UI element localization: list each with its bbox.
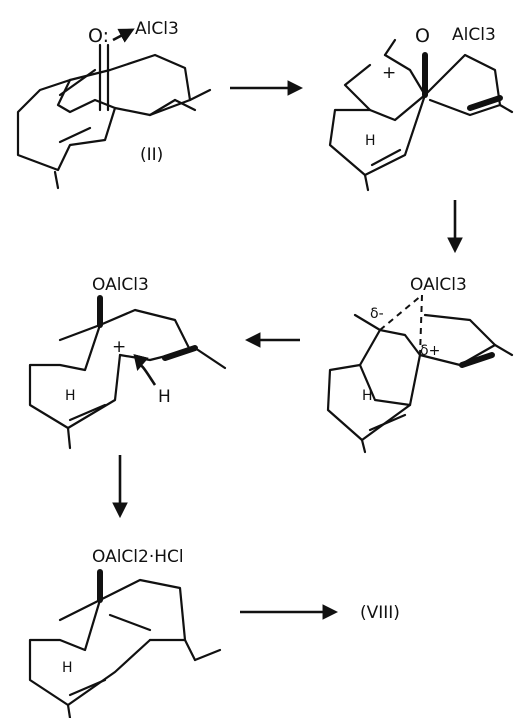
s4-h2-label: H (158, 387, 171, 407)
s2-alcl3-label: AlCl3 (452, 25, 496, 45)
s4-h-label: H (65, 388, 76, 404)
s3-reagent-label: OAlCl3 (410, 275, 467, 295)
structure-4: OAlCl3 + H H (28, 275, 227, 450)
s2-oxygen-label: O (415, 25, 430, 47)
s4-reagent-label: OAlCl3 (92, 275, 149, 295)
structure-5: OAlCl2·HCl H (28, 547, 222, 718)
structure-3: OAlCl3 δ- δ+ H (326, 275, 514, 454)
structure-2: O AlCl3 + H (328, 25, 514, 192)
s5-reagent-label: OAlCl2·HCl (92, 547, 184, 567)
s5-h-label: H (62, 660, 73, 676)
s3-delta-plus: δ+ (420, 343, 440, 359)
s3-delta-minus: δ- (370, 306, 384, 322)
structure-1: O: AlCl3 (II) (16, 19, 212, 190)
s2-plus-label: + (382, 63, 396, 83)
s4-plus-label: + (112, 337, 126, 357)
s1-compound-id: (II) (140, 145, 163, 165)
product-label: (VIII) (360, 603, 400, 623)
s1-oxygen-label: O: (88, 25, 109, 47)
s2-h-label: H (365, 133, 376, 149)
s3-h-label: H (362, 388, 373, 404)
s1-alcl3-label: AlCl3 (135, 19, 179, 39)
